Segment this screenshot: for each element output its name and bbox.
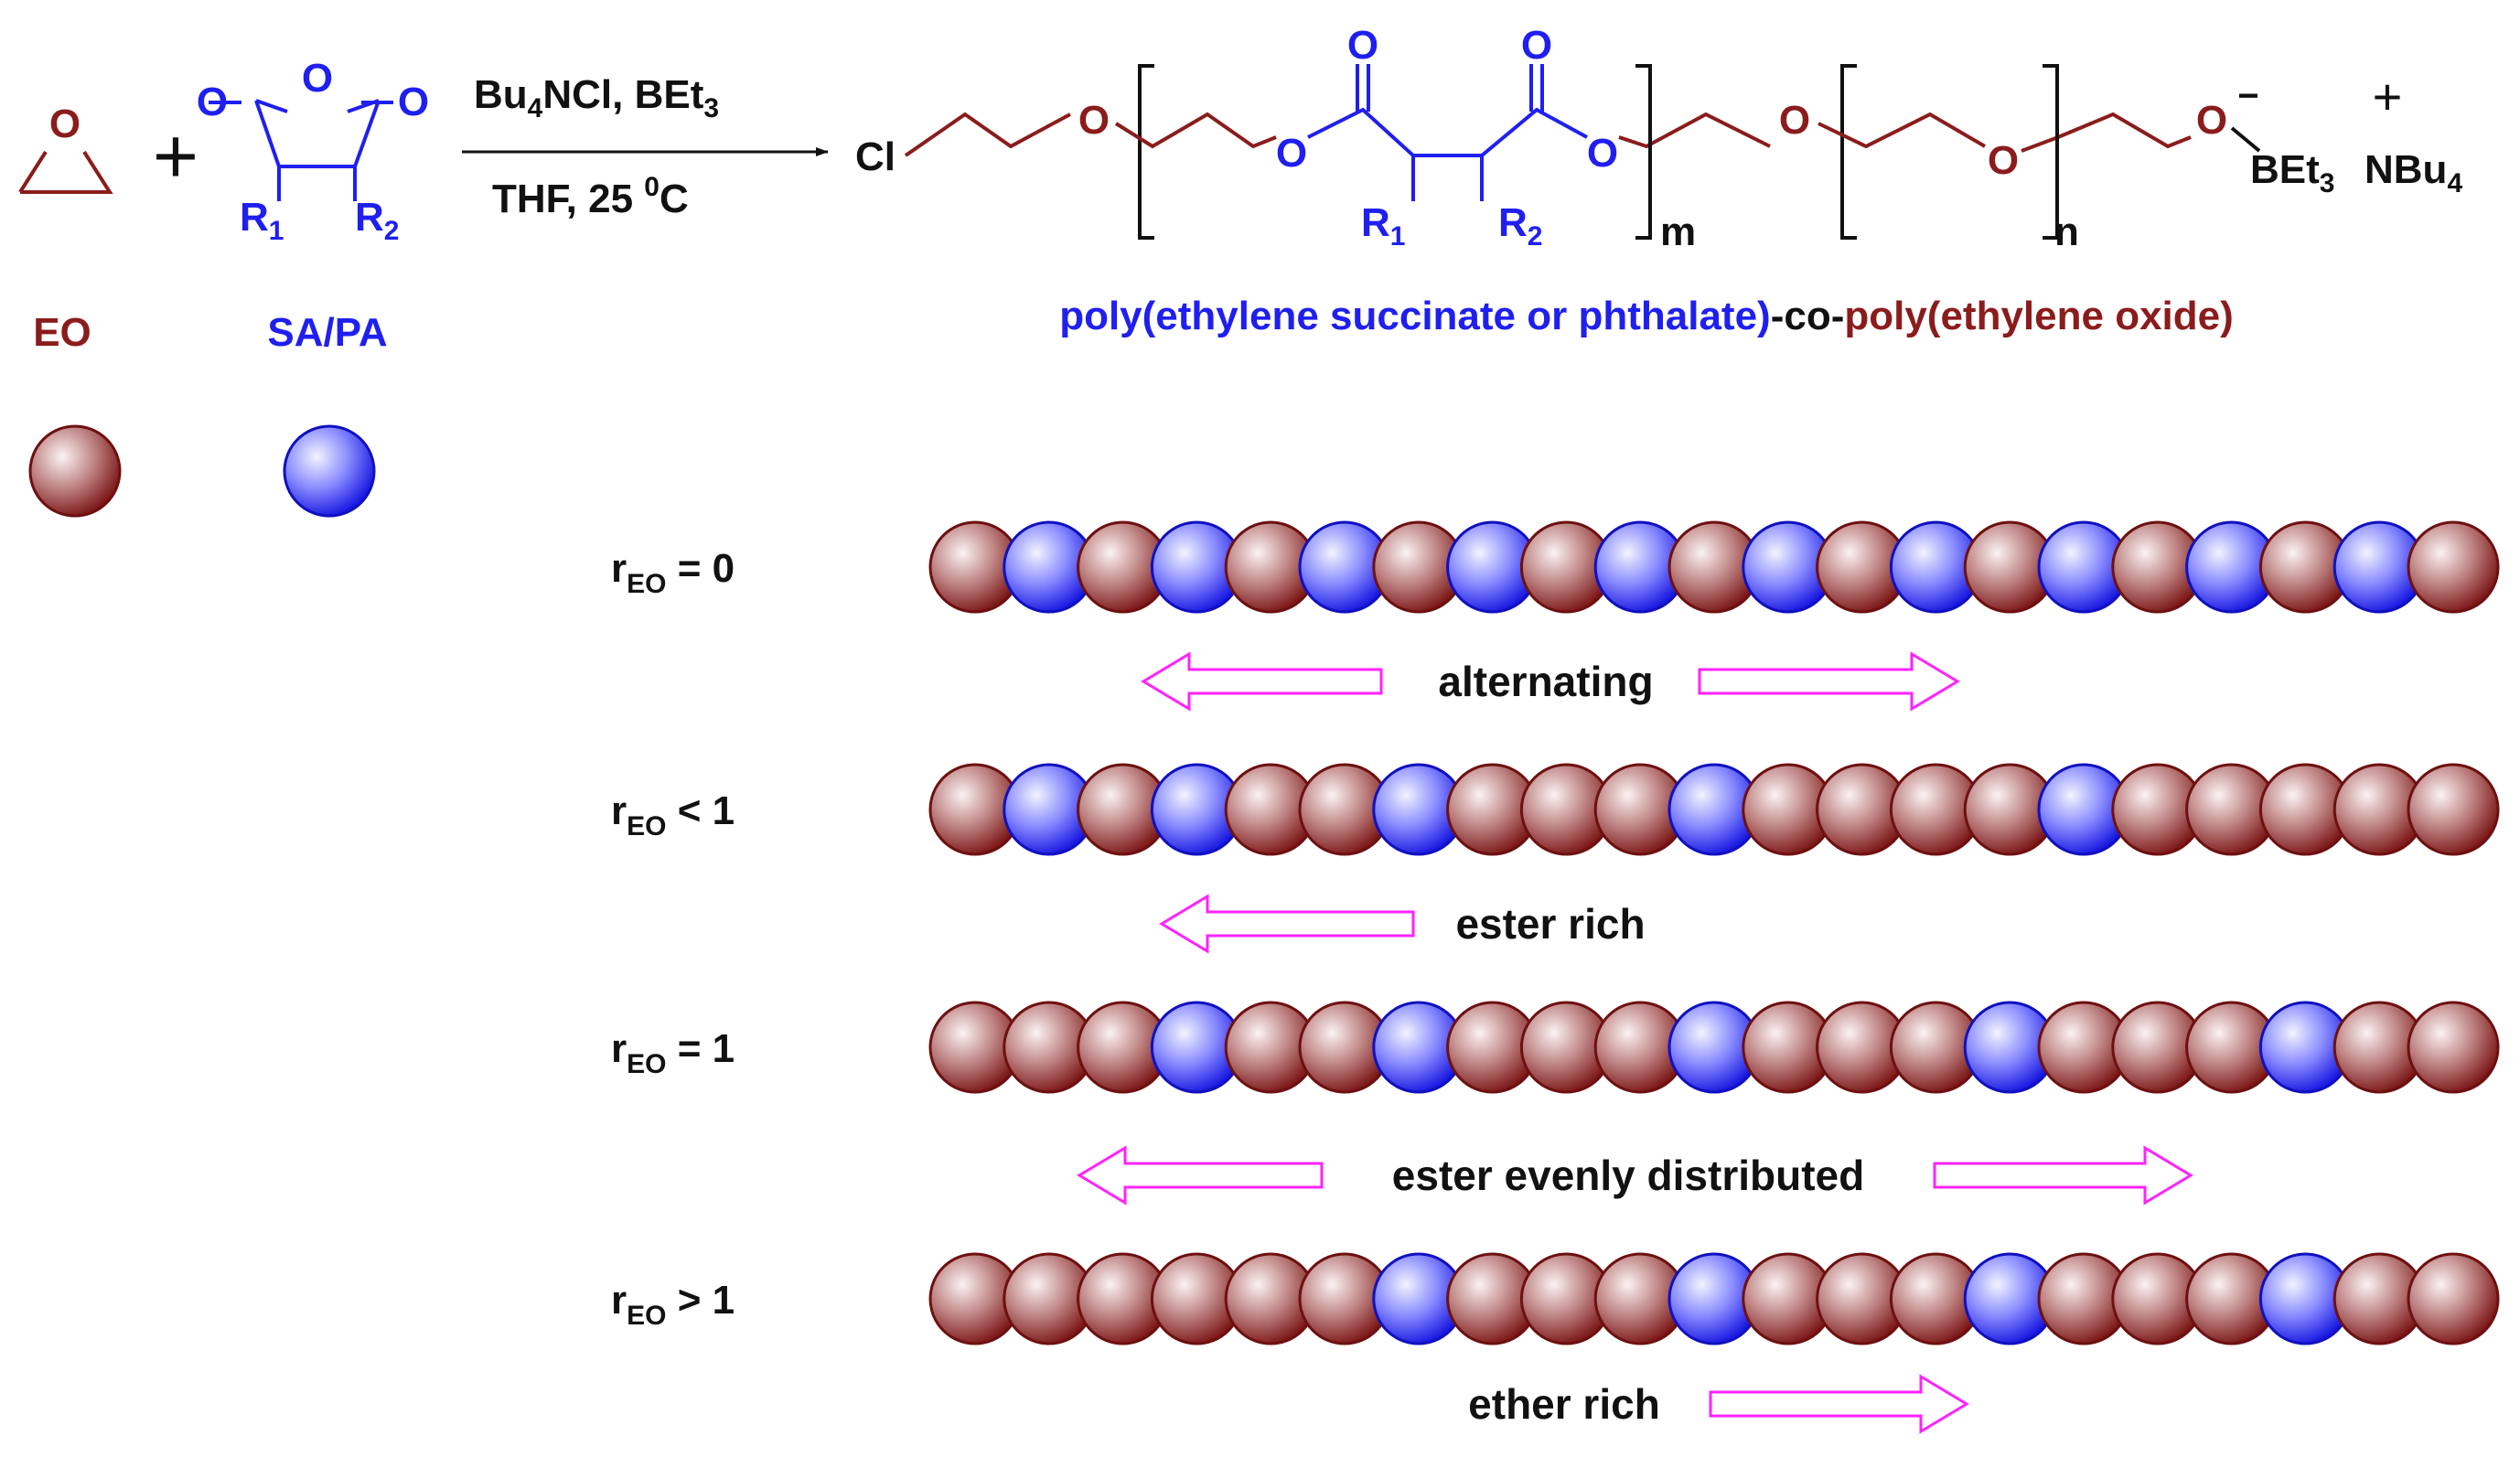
reagents-line: Bu4NCl, BEt3 — [474, 72, 719, 123]
product-r2: R2 — [1498, 200, 1542, 252]
product-o-b-bond — [2230, 126, 2261, 153]
repeat-index-m: m — [1660, 209, 1696, 254]
borate-minus-sign: − — [2237, 76, 2258, 116]
product-ether-oxygen-3: O — [1988, 138, 2019, 183]
borate-bet3: BEt3 — [2250, 147, 2334, 198]
legend-sapa-label: SA/PA — [267, 310, 387, 355]
row-caption: alternating — [1438, 658, 1653, 705]
row-label: rEO > 1 — [611, 1278, 735, 1331]
arrow-left — [1077, 1145, 1324, 1206]
bead-eo — [2407, 1252, 2500, 1345]
product-backbone-ester-segment — [1114, 64, 1771, 201]
ethylene-oxide-structure — [18, 150, 113, 194]
bracket-m-right — [1635, 64, 1652, 240]
product-ether-oxygen-1: O — [1078, 98, 1110, 143]
anhydride-ring-oxygen: O — [302, 56, 333, 101]
reaction-plus: + — [153, 113, 198, 200]
arrow-right — [1933, 1145, 2193, 1206]
legend-sapa-bead — [283, 424, 376, 518]
bead-eo — [2407, 1001, 2500, 1094]
legend-eo-bead — [28, 424, 122, 518]
anhydride-r2: R2 — [355, 195, 399, 246]
anhydride-r1: R1 — [240, 195, 284, 246]
anhydride-structure — [209, 99, 393, 201]
product-terminal-oxygen: O — [2196, 98, 2227, 143]
arrow-left — [1159, 894, 1415, 954]
product-ester-oxygen-2: O — [1587, 131, 1618, 176]
product-r1: R1 — [1361, 200, 1405, 252]
row-label: rEO < 1 — [611, 788, 735, 841]
product-ether-oxygen-2: O — [1779, 98, 1810, 143]
bracket-n-left — [1840, 64, 1857, 240]
epoxide-oxygen: O — [49, 102, 80, 146]
row-caption: ester rich — [1455, 900, 1645, 948]
row-caption: ester evenly distributed — [1392, 1152, 1864, 1199]
product-carbonyl-oxygen-2: O — [1521, 23, 1552, 68]
cation-nbu4: NBu4 — [2365, 147, 2462, 198]
anhydride-carbonyl-left-oxygen: O — [197, 80, 228, 124]
repeat-index-n: n — [2054, 209, 2079, 254]
row-caption: ether rich — [1468, 1380, 1660, 1428]
row-label: rEO = 1 — [611, 1026, 735, 1079]
bracket-m-left — [1138, 64, 1154, 240]
bracket-n-right — [2043, 64, 2059, 240]
cation-plus-sign: + — [2373, 68, 2403, 125]
product-ester-oxygen-1: O — [1276, 131, 1307, 176]
legend-eo-label: EO — [33, 310, 91, 355]
arrow-left — [1141, 651, 1383, 712]
product-chlorine: Cl — [855, 134, 895, 179]
row-label: rEO = 0 — [611, 546, 735, 599]
product-backbone-eo-segment-2 — [1818, 112, 2192, 153]
sequence-rows: rEO = 0 alternating rEO < 1 ester rich rEO =… — [611, 520, 2500, 1434]
arrow-right — [1698, 651, 1960, 712]
bead-eo — [2407, 763, 2500, 856]
product-title: poly(ethylene succinate or phthalate)-co… — [1059, 294, 2234, 338]
conditions-line: THF, 25 0C — [492, 172, 689, 221]
bead-eo — [2407, 520, 2500, 614]
product-backbone-eo-segment-1 — [904, 112, 1071, 157]
anhydride-carbonyl-right-oxygen: O — [398, 80, 429, 124]
arrow-right — [1709, 1374, 1969, 1434]
product-carbonyl-oxygen-1: O — [1347, 23, 1378, 68]
